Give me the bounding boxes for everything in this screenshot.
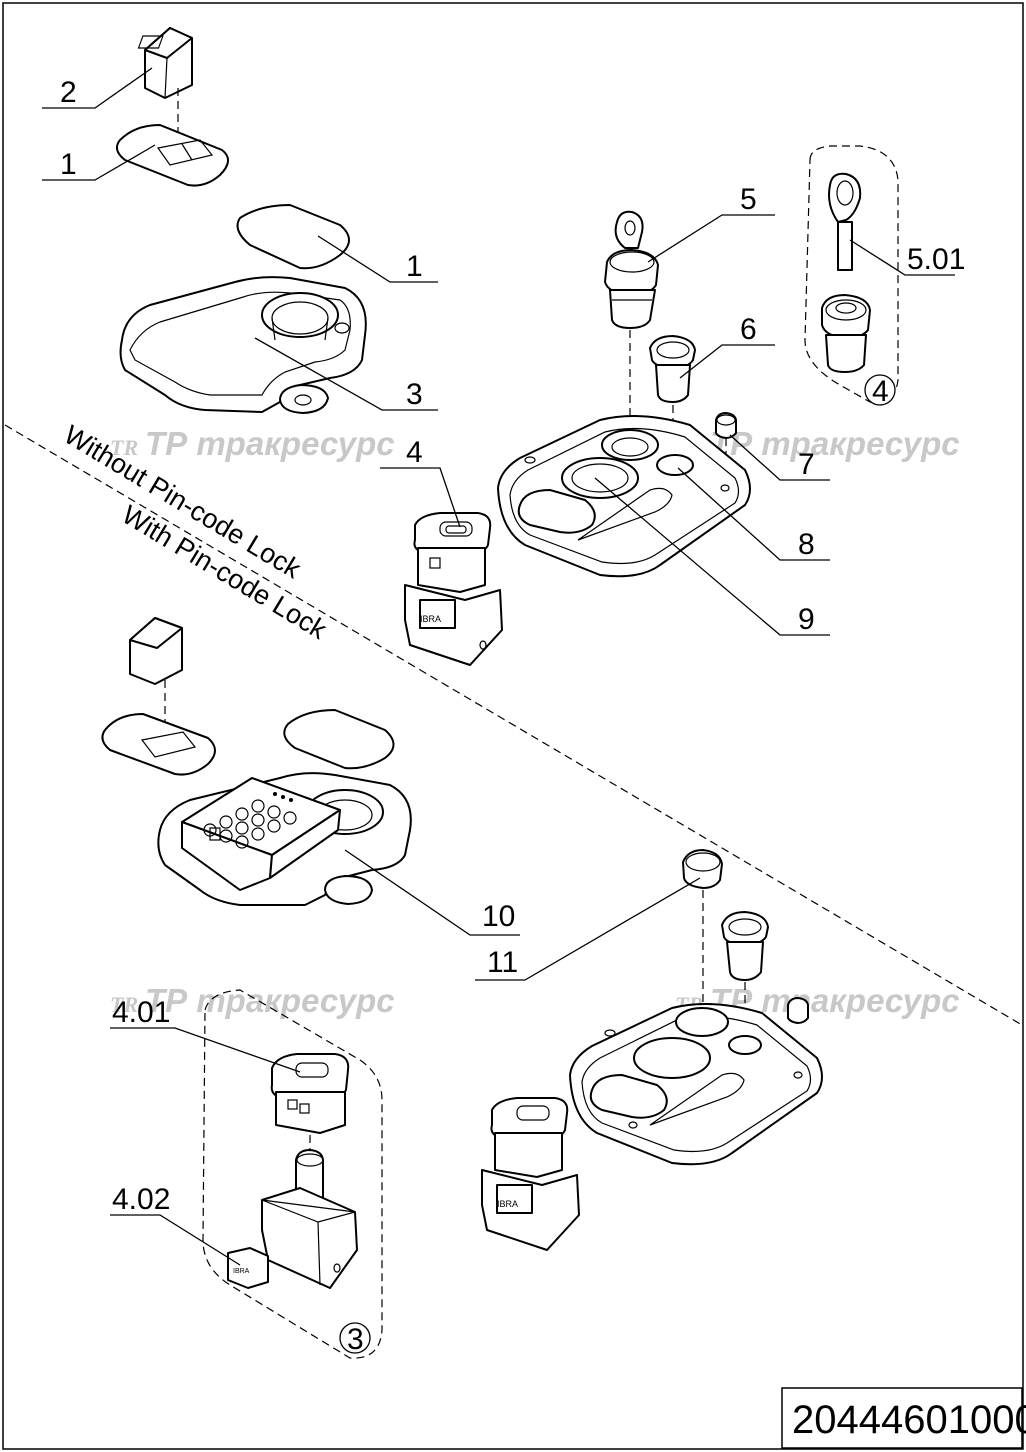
group-4-marker: 4 (864, 374, 896, 408)
part-1-cover-plate-pin (283, 709, 395, 770)
part-1-label-plate (115, 124, 229, 187)
drawing-number-box (781, 1387, 1023, 1449)
part-4-01-switch-head (270, 1053, 350, 1134)
callout-2: 2 (42, 67, 153, 109)
callout-7: 7 (729, 434, 830, 481)
svg-text:IBRA: IBRA (420, 614, 441, 624)
svg-text:1: 1 (406, 250, 423, 283)
svg-text:4.02: 4.02 (112, 1183, 170, 1216)
callout-8: 8 (677, 467, 830, 561)
housing-mount-tab (324, 875, 373, 905)
svg-text:7: 7 (798, 448, 815, 481)
watermark-bottom-left: ТR ТР тракресурс (110, 982, 395, 1019)
svg-text:3: 3 (347, 1323, 364, 1356)
svg-text:2: 2 (60, 76, 77, 109)
svg-text:4: 4 (872, 375, 889, 408)
part-1-label-plate-pin (101, 713, 216, 776)
svg-text:10: 10 (482, 900, 515, 933)
part-8-base-plate-pin (569, 1003, 823, 1166)
part-6-socket-pin (721, 911, 769, 981)
svg-text:ТР тракресурс: ТР тракресурс (145, 982, 395, 1019)
callout-4-02: 4.02 (110, 1183, 241, 1266)
part-4-switch-assembly: IBRA (404, 512, 503, 666)
callout-4-01: 4.01 (110, 996, 301, 1073)
callout-6: 6 (679, 313, 775, 379)
svg-text:8: 8 (798, 528, 815, 561)
svg-text:4.01: 4.01 (112, 996, 170, 1029)
part-1-cover-plate (236, 204, 350, 270)
svg-text:4: 4 (406, 436, 423, 469)
svg-text:3: 3 (406, 378, 423, 411)
callout-1a: 1 (42, 144, 156, 181)
svg-text:5: 5 (740, 183, 757, 216)
group-3-boundary (202, 989, 383, 1359)
svg-text:IBRA: IBRA (233, 1268, 250, 1275)
svg-text:ТR: ТR (110, 435, 138, 460)
part-2-switch (137, 27, 193, 99)
part-8-base-plate (497, 415, 751, 578)
part-4-switch-assembly-pin: IBRA (481, 1097, 580, 1251)
part-4-lock-cylinder (821, 294, 871, 373)
watermark-top-left: ТR ТР тракресурс (110, 425, 395, 462)
part-2-switch-pin (129, 617, 183, 685)
group-3-marker: 3 (339, 1322, 371, 1356)
part-7-screw-pin (787, 997, 809, 1024)
pin-code-keypad (203, 792, 297, 849)
part-3-housing (119, 276, 367, 414)
part-5-01-key (828, 172, 862, 271)
part-4-02-connector: IBRA (227, 1247, 269, 1289)
part-6-socket (649, 335, 696, 403)
callout-5: 5 (647, 183, 775, 263)
part-5-key-lock (604, 210, 659, 329)
callout-4: 4 (380, 436, 461, 528)
drawing-number: 204446010001 (792, 1398, 1026, 1442)
svg-text:ТR: ТR (110, 992, 138, 1017)
group-4-boundary (804, 145, 899, 403)
part-7-screw (715, 412, 737, 439)
callout-10: 10 (344, 849, 520, 936)
callout-11: 11 (475, 877, 701, 981)
svg-text:9: 9 (798, 603, 815, 636)
callout-3: 3 (254, 337, 438, 411)
svg-text:ТР тракресурс: ТР тракресурс (145, 425, 395, 462)
callout-5-01: 5.01 (849, 239, 965, 276)
part-10-pin-code-housing (157, 772, 412, 906)
svg-text:5.01: 5.01 (907, 243, 965, 276)
svg-text:ТР тракресурс: ТР тракресурс (710, 425, 960, 462)
svg-text:6: 6 (740, 313, 757, 346)
variant-separator-line (4, 424, 1023, 1026)
part-11-button (682, 849, 723, 889)
svg-text:11: 11 (487, 946, 518, 979)
svg-text:IBRA: IBRA (497, 1199, 518, 1209)
svg-text:1: 1 (60, 148, 77, 181)
callout-9: 9 (594, 477, 830, 636)
part-4-switch-body (261, 1149, 358, 1289)
callout-1b: 1 (317, 235, 438, 283)
